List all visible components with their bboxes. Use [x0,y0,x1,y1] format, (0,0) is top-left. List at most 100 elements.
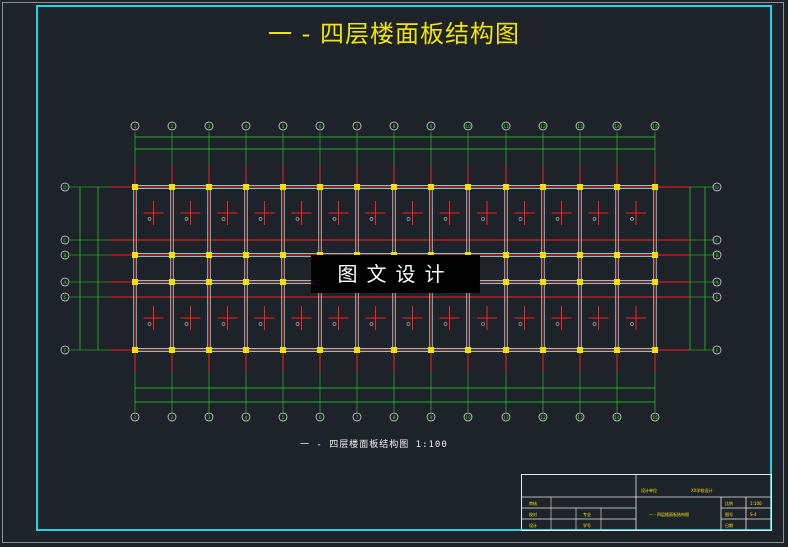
project-label: 设计单位 [641,488,657,493]
column [465,347,471,353]
column [652,347,658,353]
slab-tag [406,322,411,326]
grid-bubble [501,121,511,131]
grid-bubble [352,412,362,422]
grid-bubble [712,250,722,260]
grid-bubble-label: 10 [465,124,471,130]
grid-bubble-label: 3 [208,124,211,130]
grid-bubble [426,412,436,422]
grid-bubble [60,345,70,355]
grid-bubble [538,412,548,422]
grid-bubble [204,412,214,422]
column [540,347,546,353]
column [503,279,509,285]
grid-bubble [167,412,177,422]
slab-tag [555,217,560,221]
sheet-label: 图号 [725,512,733,517]
grid-bubble-label: 2 [171,124,174,130]
grid-bubble [315,121,325,131]
grid-bubble [60,292,70,302]
grid-bubble [712,235,722,245]
slab-tag [481,322,485,326]
grid-bubble-label: 14 [614,415,620,421]
grid-bubble-label: 7 [356,415,359,421]
column [132,279,138,285]
column [280,184,286,190]
drawing-frame [36,5,772,531]
grid-bubble-label: 4 [245,124,248,130]
grid-bubble-label: 3 [208,415,211,421]
grid-bubble-label: D [63,185,67,191]
grid-bubble [612,121,622,131]
grid-bubble-label: 5 [282,124,285,130]
column [428,347,434,353]
grid-bubble [575,412,585,422]
column [577,252,583,258]
slab-tag [258,217,263,221]
column [354,347,360,353]
grid-bubble [612,412,622,422]
grid-bubble-label: 12 [540,124,546,130]
slab-tag [592,322,597,326]
project-value: XX学校设计 [691,488,713,493]
column [280,347,286,353]
grid-bubble-label: A [715,280,719,286]
grid-bubble [278,412,288,422]
column [206,347,212,353]
grid-bubble-label: F [716,348,719,354]
drawing-title: 一 - 四层楼面板结构图 [268,20,520,48]
column [503,184,509,190]
grid-bubble [575,121,585,131]
student-id-label: 学号 [583,523,591,528]
grid-bubble [60,277,70,287]
slab-tag [221,217,226,221]
grid-bubble [712,182,722,192]
grid-bubble-label: 11 [503,415,509,421]
grid-bubble-label: 13 [577,124,583,130]
slab-tag [258,322,263,326]
slab-tag [332,217,337,221]
grid-bubble-label: 6 [319,415,322,421]
grid-bubble-label: 13 [577,415,583,421]
column [132,252,138,258]
column [132,347,138,353]
grid-bubble-label: 4 [245,415,248,421]
slab-tag [295,322,300,326]
grid-bubble [426,121,436,131]
slab-tag [406,217,411,221]
slab-tag [592,217,597,221]
grid-bubble [241,121,251,131]
column [577,347,583,353]
slab-tag [147,217,152,221]
grid-bubble-label: A [63,280,67,286]
slab-tag [369,217,374,221]
column [243,347,249,353]
grid-bubble [712,277,722,287]
grid-bubble-label: 1 [134,124,137,130]
grid-bubble-label: 9 [430,124,433,130]
column [540,184,546,190]
grid-bubble-label: F [64,348,67,354]
date-label: 日期 [725,523,733,528]
grid-bubble [538,121,548,131]
column [169,252,175,258]
grid-bubble [650,121,660,131]
column [577,279,583,285]
column [428,184,434,190]
column [614,252,620,258]
slab-tag [221,322,226,326]
grid-bubble [60,250,70,260]
column [317,184,323,190]
grid-bubble-label: 10 [465,415,471,421]
column [652,184,658,190]
drawing-caption: 一 - 四层楼面板结构图 1:100 [300,440,448,450]
column [503,347,509,353]
grid-bubble-label: 11 [503,124,509,130]
column [280,252,286,258]
slab-tag [369,322,374,326]
column [243,279,249,285]
grid-bubble-label: 5 [282,415,285,421]
grid-bubble-label: 15 [652,124,658,130]
slab-tag [443,322,448,326]
